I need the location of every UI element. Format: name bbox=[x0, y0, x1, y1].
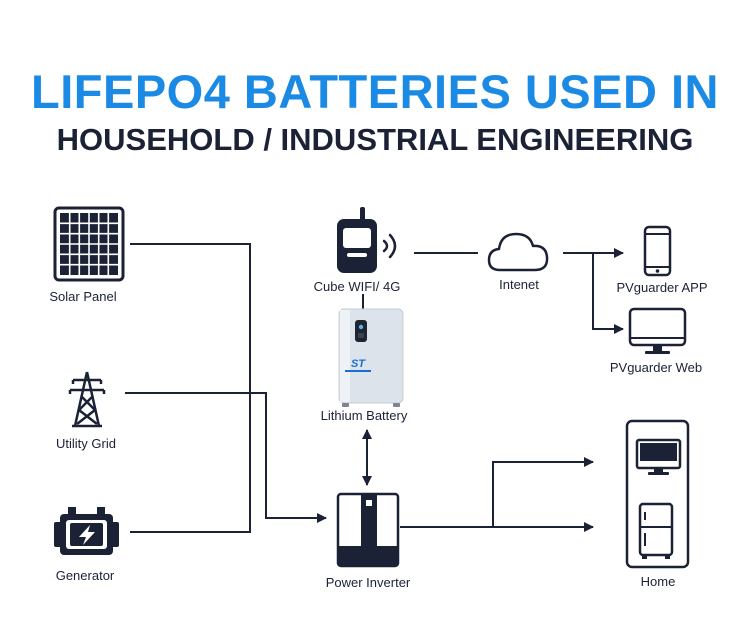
page-title: LIFEPO4 BATTERIES USED IN bbox=[31, 65, 719, 118]
internet-node: Intenet bbox=[487, 232, 549, 292]
power-inverter-label: Power Inverter bbox=[326, 575, 411, 590]
pvguarder-app-label: PVguarder APP bbox=[616, 280, 707, 295]
home-building-icon bbox=[625, 419, 690, 569]
generator-node: Generator bbox=[54, 507, 119, 583]
home-label: Home bbox=[641, 574, 676, 589]
smartphone-icon bbox=[643, 225, 672, 277]
television-icon bbox=[635, 438, 682, 475]
refrigerator-icon bbox=[638, 502, 674, 559]
internet-label: Intenet bbox=[499, 277, 539, 292]
generator-label: Generator bbox=[56, 568, 115, 583]
battery-logo-text: ST bbox=[351, 358, 366, 370]
pvguarder-web-label: PVguarder Web bbox=[610, 360, 702, 375]
lithium-battery-label: Lithium Battery bbox=[321, 408, 408, 423]
inverter-to-home-upper-line bbox=[492, 457, 594, 527]
solar-panel-label: Solar Panel bbox=[49, 289, 116, 304]
solar-panel-node: Solar Panel bbox=[49, 206, 125, 304]
generator-icon bbox=[54, 507, 119, 555]
page-subtitle: HOUSEHOLD / INDUSTRIAL ENGINEERING bbox=[56, 122, 694, 157]
cube-wifi-label: Cube WIFI/ 4G bbox=[314, 279, 401, 294]
internet-to-web-line bbox=[592, 253, 624, 334]
cube-wifi-node: Cube WIFI/ 4G bbox=[314, 207, 401, 294]
battery-unit-image: ST bbox=[338, 308, 404, 407]
pvguarder-app-node: PVguarder APP bbox=[616, 225, 708, 295]
wifi-device-icon bbox=[337, 207, 397, 273]
connection-lines bbox=[125, 243, 624, 533]
power-inverter-node: Power Inverter bbox=[326, 492, 411, 590]
cloud-icon bbox=[487, 232, 549, 272]
pvguarder-web-node: PVguarder Web bbox=[610, 307, 702, 375]
lithium-battery-node: ST Lithium Battery bbox=[321, 308, 408, 423]
solar-panel-icon bbox=[53, 206, 125, 282]
monitor-icon bbox=[628, 307, 687, 354]
transmission-tower-icon bbox=[68, 371, 106, 428]
inverter-icon bbox=[336, 492, 400, 568]
utility-grid-node: Utility Grid bbox=[56, 371, 116, 451]
utility-grid-label: Utility Grid bbox=[56, 436, 116, 451]
home-node: Home bbox=[625, 419, 690, 589]
solar-to-bus-line bbox=[130, 243, 251, 533]
grid-to-inverter-line bbox=[125, 392, 327, 523]
